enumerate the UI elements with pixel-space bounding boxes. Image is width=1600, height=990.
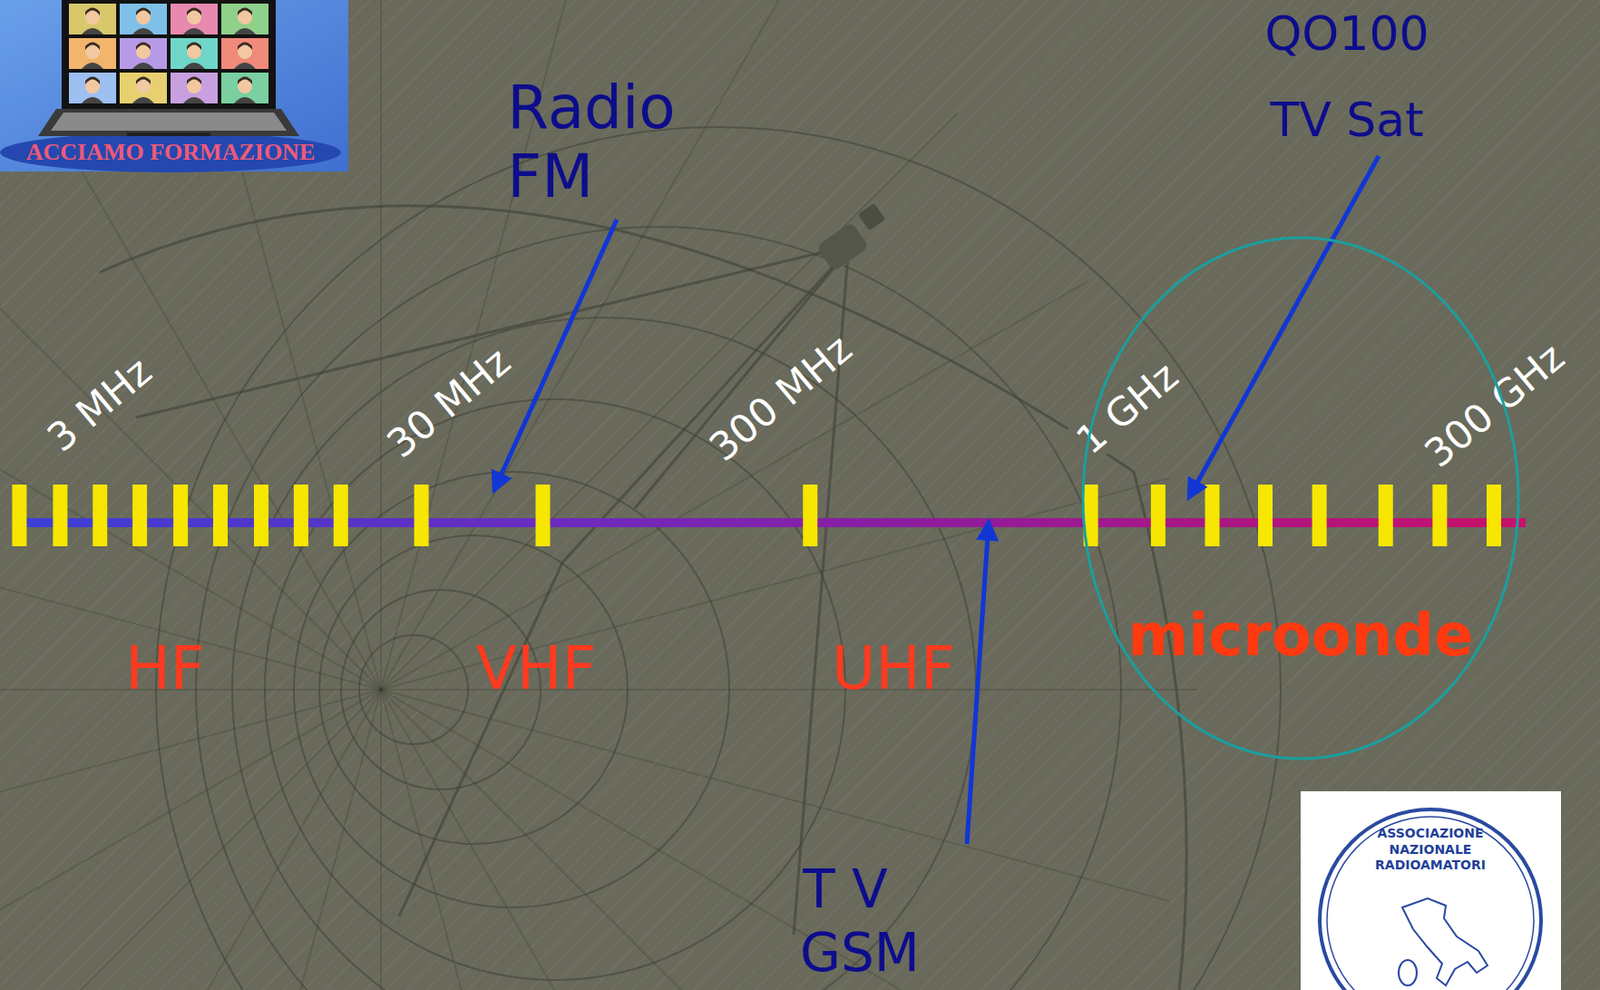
microwave-band-ellipse: microonde [1081, 235, 1521, 761]
tv-gsm-leader-arrow [966, 522, 989, 844]
smith-spoke [380, 689, 790, 990]
logo-text: ASSOCIAZIONE NAZIONALE RADIOAMATORI [1359, 825, 1502, 874]
fm-leader-arrow [494, 219, 617, 490]
band-tick [1258, 484, 1273, 547]
association-logo: ASSOCIAZIONE NAZIONALE RADIOAMATORI [1300, 790, 1561, 990]
band-tick [333, 484, 349, 547]
service-label: TV Sat [1269, 93, 1424, 148]
band-tick [1151, 484, 1166, 547]
smith-spoke [380, 689, 1170, 901]
smith-circle [156, 126, 1281, 990]
band-tick [536, 484, 551, 547]
smith-spoke [380, 689, 593, 990]
frequency-label: 300 GHz [1412, 331, 1578, 480]
face-tile [221, 3, 269, 35]
band-tick [293, 484, 309, 547]
band-tick [92, 484, 108, 547]
band-tick [173, 484, 188, 547]
band-name: VHF [476, 634, 597, 703]
logo-emblem [1300, 790, 1561, 990]
band-tick [11, 484, 27, 547]
dish-antenna [99, 205, 1187, 990]
satellite-leader-arrow [1189, 156, 1379, 498]
service-label: T V [802, 858, 888, 920]
face-tile [170, 3, 218, 35]
band-tick [253, 484, 269, 547]
band-tick [802, 484, 818, 547]
smith-spoke [0, 0, 381, 690]
service-label: GSM [800, 922, 920, 984]
smith-spoke [169, 689, 381, 990]
band-tick [414, 484, 430, 547]
frequency-label: 300 MHz [701, 326, 861, 471]
service-label: Radio FM [507, 73, 675, 212]
band-tick [52, 484, 68, 547]
smith-spoke [380, 689, 1088, 990]
smith-chart-texture [0, 0, 1281, 990]
band-tick [213, 484, 228, 547]
frequency-label: 1 GHz [1063, 350, 1191, 468]
smith-circle [232, 317, 976, 990]
face-tile [170, 38, 218, 69]
face-tile [119, 72, 167, 104]
frequency-label: 3 MHz [39, 348, 161, 460]
band-tick [1432, 484, 1447, 547]
face-tile [119, 38, 167, 69]
band-tick [1312, 484, 1327, 547]
band-name: HF [125, 634, 205, 703]
smith-spoke [0, 689, 381, 990]
band-tick [1486, 484, 1502, 547]
training-logo [0, 0, 349, 173]
band-tick [1205, 484, 1220, 547]
face-tile [68, 3, 117, 35]
band-name: UHF [831, 634, 956, 703]
band-tick [132, 484, 147, 547]
band-ticks [11, 484, 1502, 547]
smith-spoke [380, 689, 382, 990]
dish-feed [816, 203, 887, 273]
ellipse-outline [1081, 235, 1521, 761]
face-tile [68, 38, 117, 69]
smith-spoke [0, 281, 381, 690]
face-tile [170, 72, 218, 104]
band-name: microonde [1081, 603, 1521, 667]
frequency-axis [12, 517, 1526, 527]
smith-spoke [380, 0, 382, 690]
service-label: QO100 [1264, 7, 1429, 62]
smith-spoke [0, 112, 381, 690]
face-tile [68, 72, 117, 104]
face-tile [119, 3, 167, 35]
leader-arrows [494, 156, 1379, 844]
face-tile [221, 38, 269, 69]
logo-caption: ACCIAMO FORMAZIONE [26, 138, 316, 166]
band-tick [1378, 484, 1394, 547]
frequency-label: 30 MHz [379, 339, 520, 468]
smith-spoke [0, 689, 381, 990]
face-tile [221, 72, 269, 104]
smith-spoke [0, 689, 381, 901]
smith-spoke [0, 689, 381, 990]
